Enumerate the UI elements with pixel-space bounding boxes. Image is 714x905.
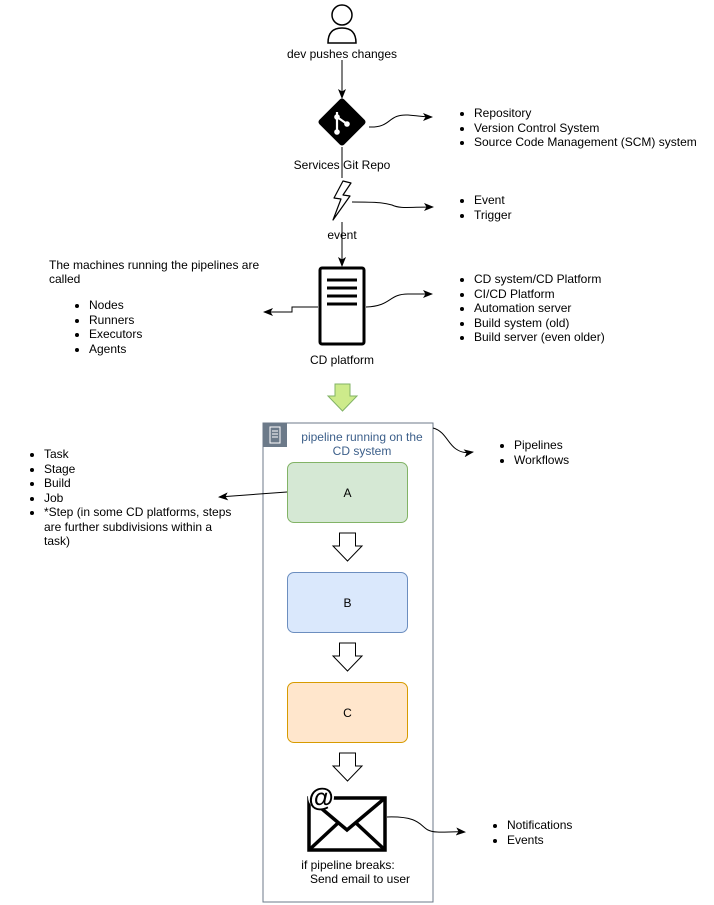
flow-arrow bbox=[331, 642, 364, 672]
stage-b: B bbox=[287, 572, 408, 633]
edge-email-to-aliases bbox=[386, 816, 466, 836]
edge-platform-to-machines bbox=[263, 306, 318, 316]
list-item: Workflows bbox=[514, 453, 569, 468]
list-item: Events bbox=[507, 833, 572, 848]
list-item: *Step (in some CD platforms, steps are f… bbox=[44, 505, 234, 549]
edge-platform-to-aliases bbox=[365, 290, 433, 308]
stage-c-label: C bbox=[343, 705, 352, 720]
list-item: Pipelines bbox=[514, 438, 569, 453]
dev-label: dev pushes changes bbox=[286, 47, 398, 61]
list-item: Repository bbox=[474, 106, 697, 121]
list-item: Event bbox=[474, 193, 512, 208]
list-item: Build bbox=[44, 476, 234, 491]
server-small-icon bbox=[263, 423, 287, 447]
lightning-icon bbox=[332, 180, 352, 221]
list-item: Executors bbox=[89, 327, 142, 342]
email-icon: @ bbox=[307, 782, 387, 852]
svg-text:@: @ bbox=[308, 782, 333, 812]
notification-aliases-list: Notifications Events bbox=[482, 818, 572, 847]
list-item: Version Control System bbox=[474, 121, 697, 136]
platform-aliases-list: CD system/CD Platform CI/CD Platform Aut… bbox=[449, 272, 605, 345]
stage-a-label: A bbox=[343, 485, 352, 500]
list-item: Nodes bbox=[89, 298, 142, 313]
event-aliases-list: Event Trigger bbox=[449, 193, 512, 222]
cd-platform-label: CD platform bbox=[309, 353, 374, 367]
edge-stage-to-aliases bbox=[218, 491, 288, 501]
list-item: Trigger bbox=[474, 208, 512, 223]
flow-arrow bbox=[331, 532, 364, 562]
user-icon bbox=[327, 4, 357, 44]
list-item: Task bbox=[44, 447, 234, 462]
edge-event-to-aliases bbox=[351, 201, 434, 212]
event-label: event bbox=[327, 228, 357, 242]
list-item: Automation server bbox=[474, 301, 605, 316]
edge-repo-to-aliases bbox=[368, 112, 433, 128]
machines-intro: The machines running the pipelines are c… bbox=[49, 258, 260, 286]
server-icon bbox=[318, 266, 366, 346]
list-item: Job bbox=[44, 491, 234, 506]
edge-pipeline-to-aliases bbox=[432, 427, 474, 458]
list-item: Stage bbox=[44, 462, 234, 477]
list-item: CI/CD Platform bbox=[474, 287, 605, 302]
stage-c: C bbox=[287, 682, 408, 743]
email-label-line1: if pipeline breaks: bbox=[301, 858, 395, 872]
repo-label: Services Git Repo bbox=[293, 158, 391, 172]
flow-arrow bbox=[331, 752, 364, 782]
list-item: Build server (even older) bbox=[474, 330, 605, 345]
stage-a: A bbox=[287, 462, 408, 523]
list-item: Notifications bbox=[507, 818, 572, 833]
list-item: Build system (old) bbox=[474, 316, 605, 331]
list-item: Runners bbox=[89, 313, 142, 328]
list-item: Agents bbox=[89, 342, 142, 357]
machines-aliases-list: Nodes Runners Executors Agents bbox=[64, 298, 142, 356]
pipeline-title: pipeline running on the CD system bbox=[301, 430, 423, 458]
stage-b-label: B bbox=[343, 595, 352, 610]
git-icon bbox=[318, 98, 366, 146]
list-item: CD system/CD Platform bbox=[474, 272, 605, 287]
pipeline-aliases-list: Pipelines Workflows bbox=[489, 438, 569, 467]
email-label-line2: Send email to user bbox=[309, 872, 411, 886]
platform-to-pipeline-arrow bbox=[326, 383, 359, 412]
list-item: Source Code Management (SCM) system bbox=[474, 135, 697, 150]
stage-aliases-list: Task Stage Build Job *Step (in some CD p… bbox=[19, 447, 234, 549]
repo-aliases-list: Repository Version Control System Source… bbox=[449, 106, 697, 150]
